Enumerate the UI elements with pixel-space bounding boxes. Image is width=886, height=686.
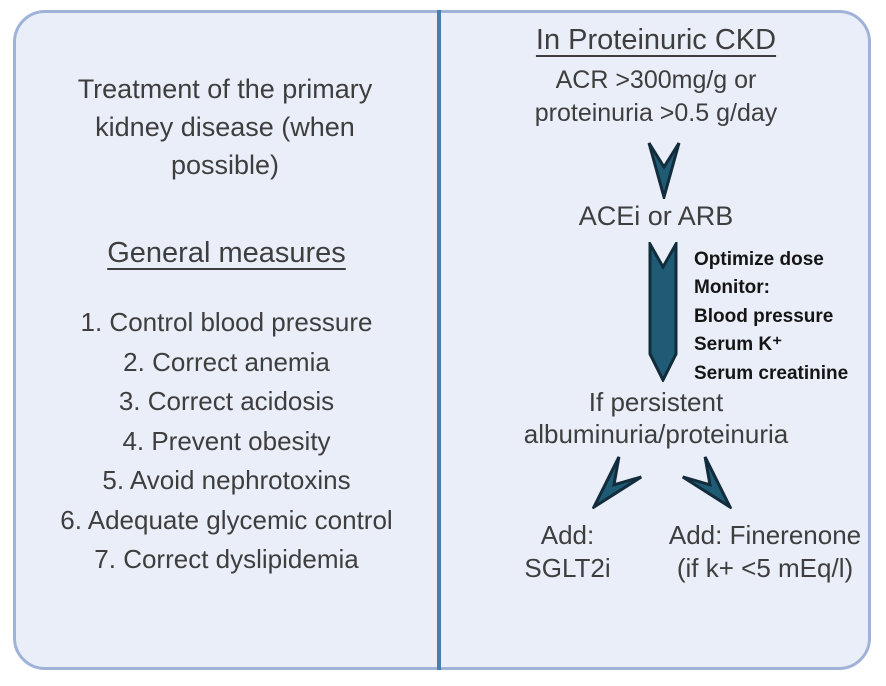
- list-item: 1. Control blood pressure: [80, 307, 373, 337]
- acei-arb-text: ACEi or ARB: [578, 201, 734, 231]
- proteinuric-ckd-heading-row: In Proteinuric CKD: [441, 24, 871, 57]
- sglt2i-option-text: Add: SGLT2i: [500, 519, 635, 585]
- proteinuric-ckd-heading: In Proteinuric CKD: [535, 24, 777, 56]
- sglt2i-option-line1: Add:: [540, 520, 595, 550]
- general-measures-heading: General measures: [107, 237, 346, 269]
- persistent-line2: albuminuria/proteinuria: [523, 419, 789, 449]
- finerenone-option-line2: (if k+ <5 mEq/l): [676, 553, 854, 583]
- acr-criteria-text: ACR >300mg/g or proteinuria >0.5 g/day: [441, 64, 871, 130]
- finerenone-option-line1: Add: Finerenone: [668, 520, 862, 550]
- monitoring-notes: Optimize dose Monitor: Blood pressure Se…: [694, 246, 884, 388]
- monitor-line: Serum creatinine: [694, 362, 849, 384]
- list-item: 4. Prevent obesity: [122, 425, 331, 456]
- panel-divider: [437, 10, 441, 670]
- persistent-albuminuria-text: If persistent albuminuria/proteinuria: [441, 386, 871, 450]
- monitor-line: Optimize dose: [694, 249, 824, 270]
- acr-criteria-line2: proteinuria >0.5 g/day: [534, 99, 778, 127]
- general-measures-heading-row: General measures: [16, 237, 437, 270]
- persistent-line1: If persistent: [588, 387, 724, 417]
- finerenone-option-text: Add: Finerenone (if k+ <5 mEq/l): [645, 519, 885, 585]
- list-item: 5. Avoid nephrotoxins: [102, 465, 351, 495]
- general-measures-list: 1. Control blood pressure 2. Correct ane…: [16, 303, 437, 580]
- acr-criteria-line1: ACR >300mg/g or: [555, 66, 757, 94]
- list-item: 3. Correct acidosis: [118, 386, 335, 416]
- long-down-arrow-icon: [648, 242, 678, 382]
- outer-box: [13, 10, 871, 670]
- down-arrow-icon: [647, 142, 681, 199]
- primary-treatment-text: Treatment of the primary kidney disease …: [77, 74, 373, 180]
- down-right-arrow-icon: [681, 456, 734, 512]
- list-item: 2. Correct anemia: [123, 346, 330, 377]
- list-item: 6. Adequate glycemic control: [60, 504, 393, 535]
- monitor-line: Monitor:: [694, 277, 770, 299]
- monitor-line: Blood pressure: [694, 305, 834, 327]
- monitor-line: Serum K⁺: [694, 334, 783, 356]
- list-item: 7. Correct dyslipidemia: [94, 544, 359, 574]
- sglt2i-option-line2: SGLT2i: [524, 553, 611, 583]
- down-left-arrow-icon: [590, 456, 643, 512]
